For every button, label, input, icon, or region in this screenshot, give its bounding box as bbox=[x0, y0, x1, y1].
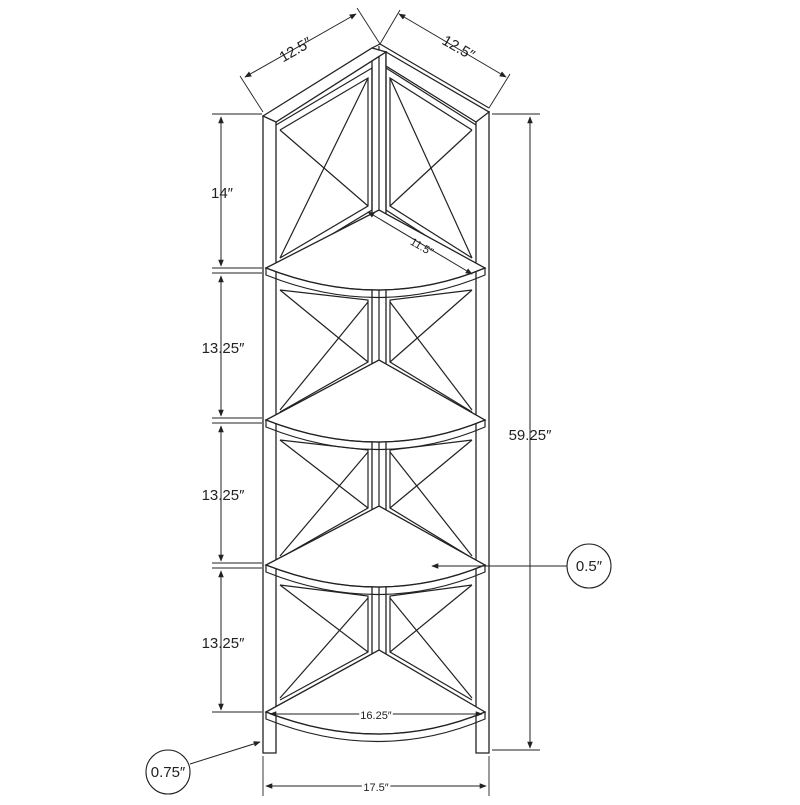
x-panel-3 bbox=[279, 439, 473, 559]
shelf-3 bbox=[264, 505, 487, 596]
shelf-2 bbox=[264, 359, 487, 451]
leg-thickness-callout bbox=[145, 749, 191, 795]
section-3-label: 13.25″ bbox=[202, 487, 246, 504]
bottom-shelf-width-label: 16.25″ bbox=[360, 710, 392, 722]
left-post bbox=[262, 111, 277, 754]
depth-right-label: 12.5″ bbox=[439, 32, 478, 64]
right-post bbox=[475, 111, 490, 754]
overall-width-label: 17.5″ bbox=[363, 782, 388, 794]
top-section-label: 14″ bbox=[211, 185, 234, 202]
section-2-label: 13.25″ bbox=[202, 340, 246, 357]
section-4-label: 13.25″ bbox=[202, 635, 246, 652]
shelf-thickness-callout bbox=[566, 543, 612, 589]
total-height-label: 59.25″ bbox=[509, 427, 553, 444]
x-panel-4 bbox=[279, 584, 473, 701]
leg-thickness-label: 0.75″ bbox=[151, 764, 186, 781]
depth-left-label: 12.5″ bbox=[277, 34, 316, 66]
corner-bookcase bbox=[261, 43, 491, 754]
shelf-bottom bbox=[264, 649, 487, 743]
shelf-thickness-label: 0.5″ bbox=[576, 558, 603, 575]
x-panel-2 bbox=[279, 289, 473, 413]
shelf-1 bbox=[264, 209, 487, 299]
